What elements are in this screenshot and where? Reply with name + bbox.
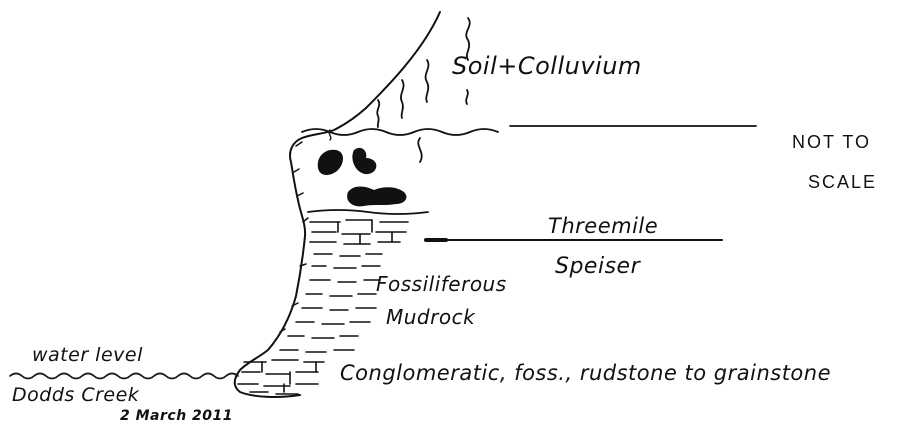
not-to-scale-line1: NOT TO	[792, 132, 871, 153]
conglomerate-blocks	[238, 360, 324, 394]
mudrock-dashes	[280, 254, 382, 352]
mudrock-label: Mudrock	[386, 305, 475, 329]
water-level-line	[10, 374, 238, 379]
not-to-scale-line2: SCALE	[808, 172, 877, 193]
date-label: 2 March 2011	[120, 408, 233, 424]
speiser-label: Speiser	[555, 254, 640, 279]
threemile-bedding	[310, 220, 408, 244]
conglomeratic-label: Conglomeratic, foss., rudstone to grains…	[340, 361, 831, 385]
soil-colluvium-label: Soil+Colluvium	[452, 52, 642, 80]
water-level-label: water level	[32, 344, 143, 366]
soil-squiggles	[329, 18, 470, 162]
upper-unit-base	[308, 210, 428, 214]
outcrop-profile	[235, 12, 440, 397]
concretions	[318, 148, 407, 207]
creek-name-label: Dodds Creek	[12, 384, 139, 406]
fossiliferous-label: Fossiliferous	[376, 272, 507, 296]
threemile-label: Threemile	[548, 214, 658, 238]
